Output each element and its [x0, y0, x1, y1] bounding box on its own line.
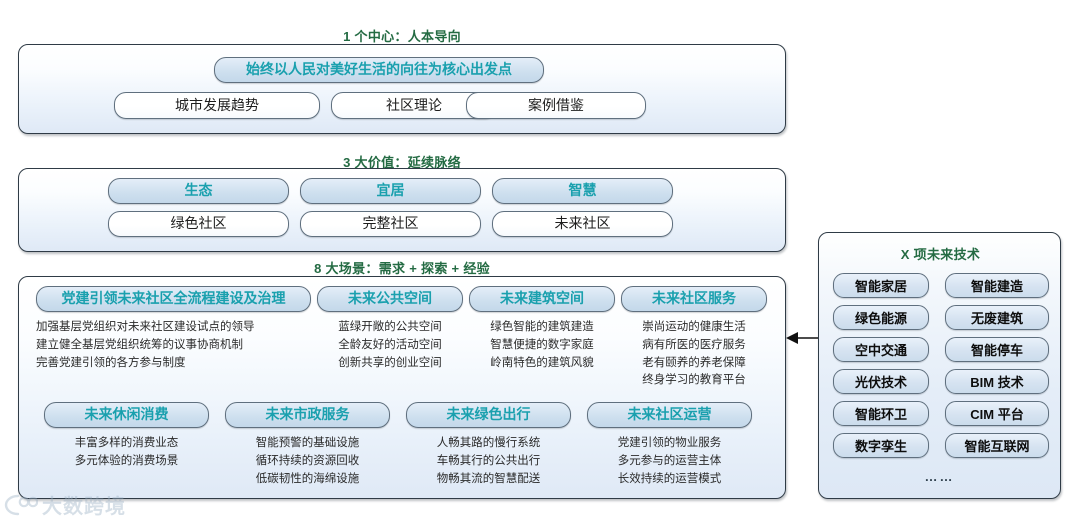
tech-pill-3[interactable]: 光伏技术 [833, 369, 929, 394]
tech-panel-title: X 项未来技术 [900, 247, 981, 262]
scene-head-1[interactable]: 未来公共空间 [317, 286, 463, 312]
tech-pill-10[interactable]: CIM 平台 [945, 401, 1049, 426]
center-section-title: 1 个中心：人本导向 [343, 29, 461, 44]
value-head-2[interactable]: 智慧 [492, 178, 673, 204]
values-section-title: 3 大价值：延续脉络 [343, 155, 461, 170]
value-head-0[interactable]: 生态 [108, 178, 289, 204]
scenes-section-title: 8 大场景：需求 + 探索 + 经验 [314, 261, 490, 276]
watermark-text: 大数跨境 [42, 496, 126, 518]
watermark: 大数跨境 [4, 490, 126, 519]
value-head-1[interactable]: 宜居 [300, 178, 481, 204]
watermark-logo-icon [4, 494, 38, 515]
tech-pill-7[interactable]: 无废建筑 [945, 305, 1049, 330]
scene-head-6[interactable]: 未来绿色出行 [406, 402, 571, 428]
center-slogan-pill[interactable]: 始终以人民对美好生活的向往为核心出发点 [214, 57, 544, 83]
center-item-2[interactable]: 案例借鉴 [466, 92, 646, 119]
scene-head-0[interactable]: 党建引领未来社区全流程建设及治理 [36, 286, 311, 312]
value-sub-1[interactable]: 完整社区 [300, 211, 481, 237]
value-sub-0[interactable]: 绿色社区 [108, 211, 289, 237]
tech-pill-11[interactable]: 智能互联网 [945, 433, 1049, 458]
tech-pill-0[interactable]: 智能家居 [833, 273, 929, 298]
tech-pill-4[interactable]: 智能环卫 [833, 401, 929, 426]
tech-pill-5[interactable]: 数字孪生 [833, 433, 929, 458]
tech-pill-2[interactable]: 空中交通 [833, 337, 929, 362]
scene-detail-1: 蓝绿开敞的公共空间 全龄友好的活动空间 创新共享的创业空间 [338, 321, 442, 369]
scene-detail-6: 人畅其路的慢行系统 车畅其行的公共出行 物畅其流的智慧配送 [436, 437, 541, 485]
scene-head-7[interactable]: 未来社区运营 [587, 402, 752, 428]
scene-detail-2: 绿色智能的建筑建造 智慧便捷的数字家庭 岭南特色的建筑风貌 [490, 321, 594, 369]
scene-head-3[interactable]: 未来社区服务 [621, 286, 767, 312]
tech-panel: X 项未来技术 智能家居 绿色能源 空中交通 光伏技术 智能环卫 数字孪生 智能… [818, 232, 1061, 499]
value-sub-2[interactable]: 未来社区 [492, 211, 673, 237]
scene-detail-4: 丰富多样的消费业态 多元体验的消费场景 [74, 437, 179, 467]
tech-pill-9[interactable]: BIM 技术 [945, 369, 1049, 394]
scene-head-4[interactable]: 未来休闲消费 [44, 402, 209, 428]
flow-arrow-icon [786, 332, 820, 344]
scene-detail-3: 崇尚运动的健康生活 病有所医的医疗服务 老有颐养的养老保障 终身学习的教育平台 [642, 321, 746, 387]
tech-pill-8[interactable]: 智能停车 [945, 337, 1049, 362]
tech-more-dots: …… [924, 469, 955, 484]
scene-head-2[interactable]: 未来建筑空间 [469, 286, 615, 312]
scene-detail-7: 党建引领的物业服务 多元参与的运营主体 长效持续的运营模式 [617, 437, 722, 485]
tech-pill-1[interactable]: 绿色能源 [833, 305, 929, 330]
center-item-0[interactable]: 城市发展趋势 [114, 92, 320, 119]
scene-head-5[interactable]: 未来市政服务 [225, 402, 390, 428]
values-panel: 生态 宜居 智慧 绿色社区 完整社区 未来社区 [18, 168, 786, 252]
scene-detail-5: 智能预警的基础设施 循环持续的资源回收 低碳韧性的海绵设施 [255, 437, 360, 485]
scene-detail-0: 加强基层党组织对未来社区建设试点的领导 建立健全基层党组织统筹的议事协商机制 完… [36, 321, 255, 369]
center-panel: 始终以人民对美好生活的向往为核心出发点 城市发展趋势 社区理论 案例借鉴 [18, 44, 786, 134]
scenes-panel: 党建引领未来社区全流程建设及治理 未来公共空间 未来建筑空间 未来社区服务 加强… [18, 276, 786, 499]
tech-pill-6[interactable]: 智能建造 [945, 273, 1049, 298]
